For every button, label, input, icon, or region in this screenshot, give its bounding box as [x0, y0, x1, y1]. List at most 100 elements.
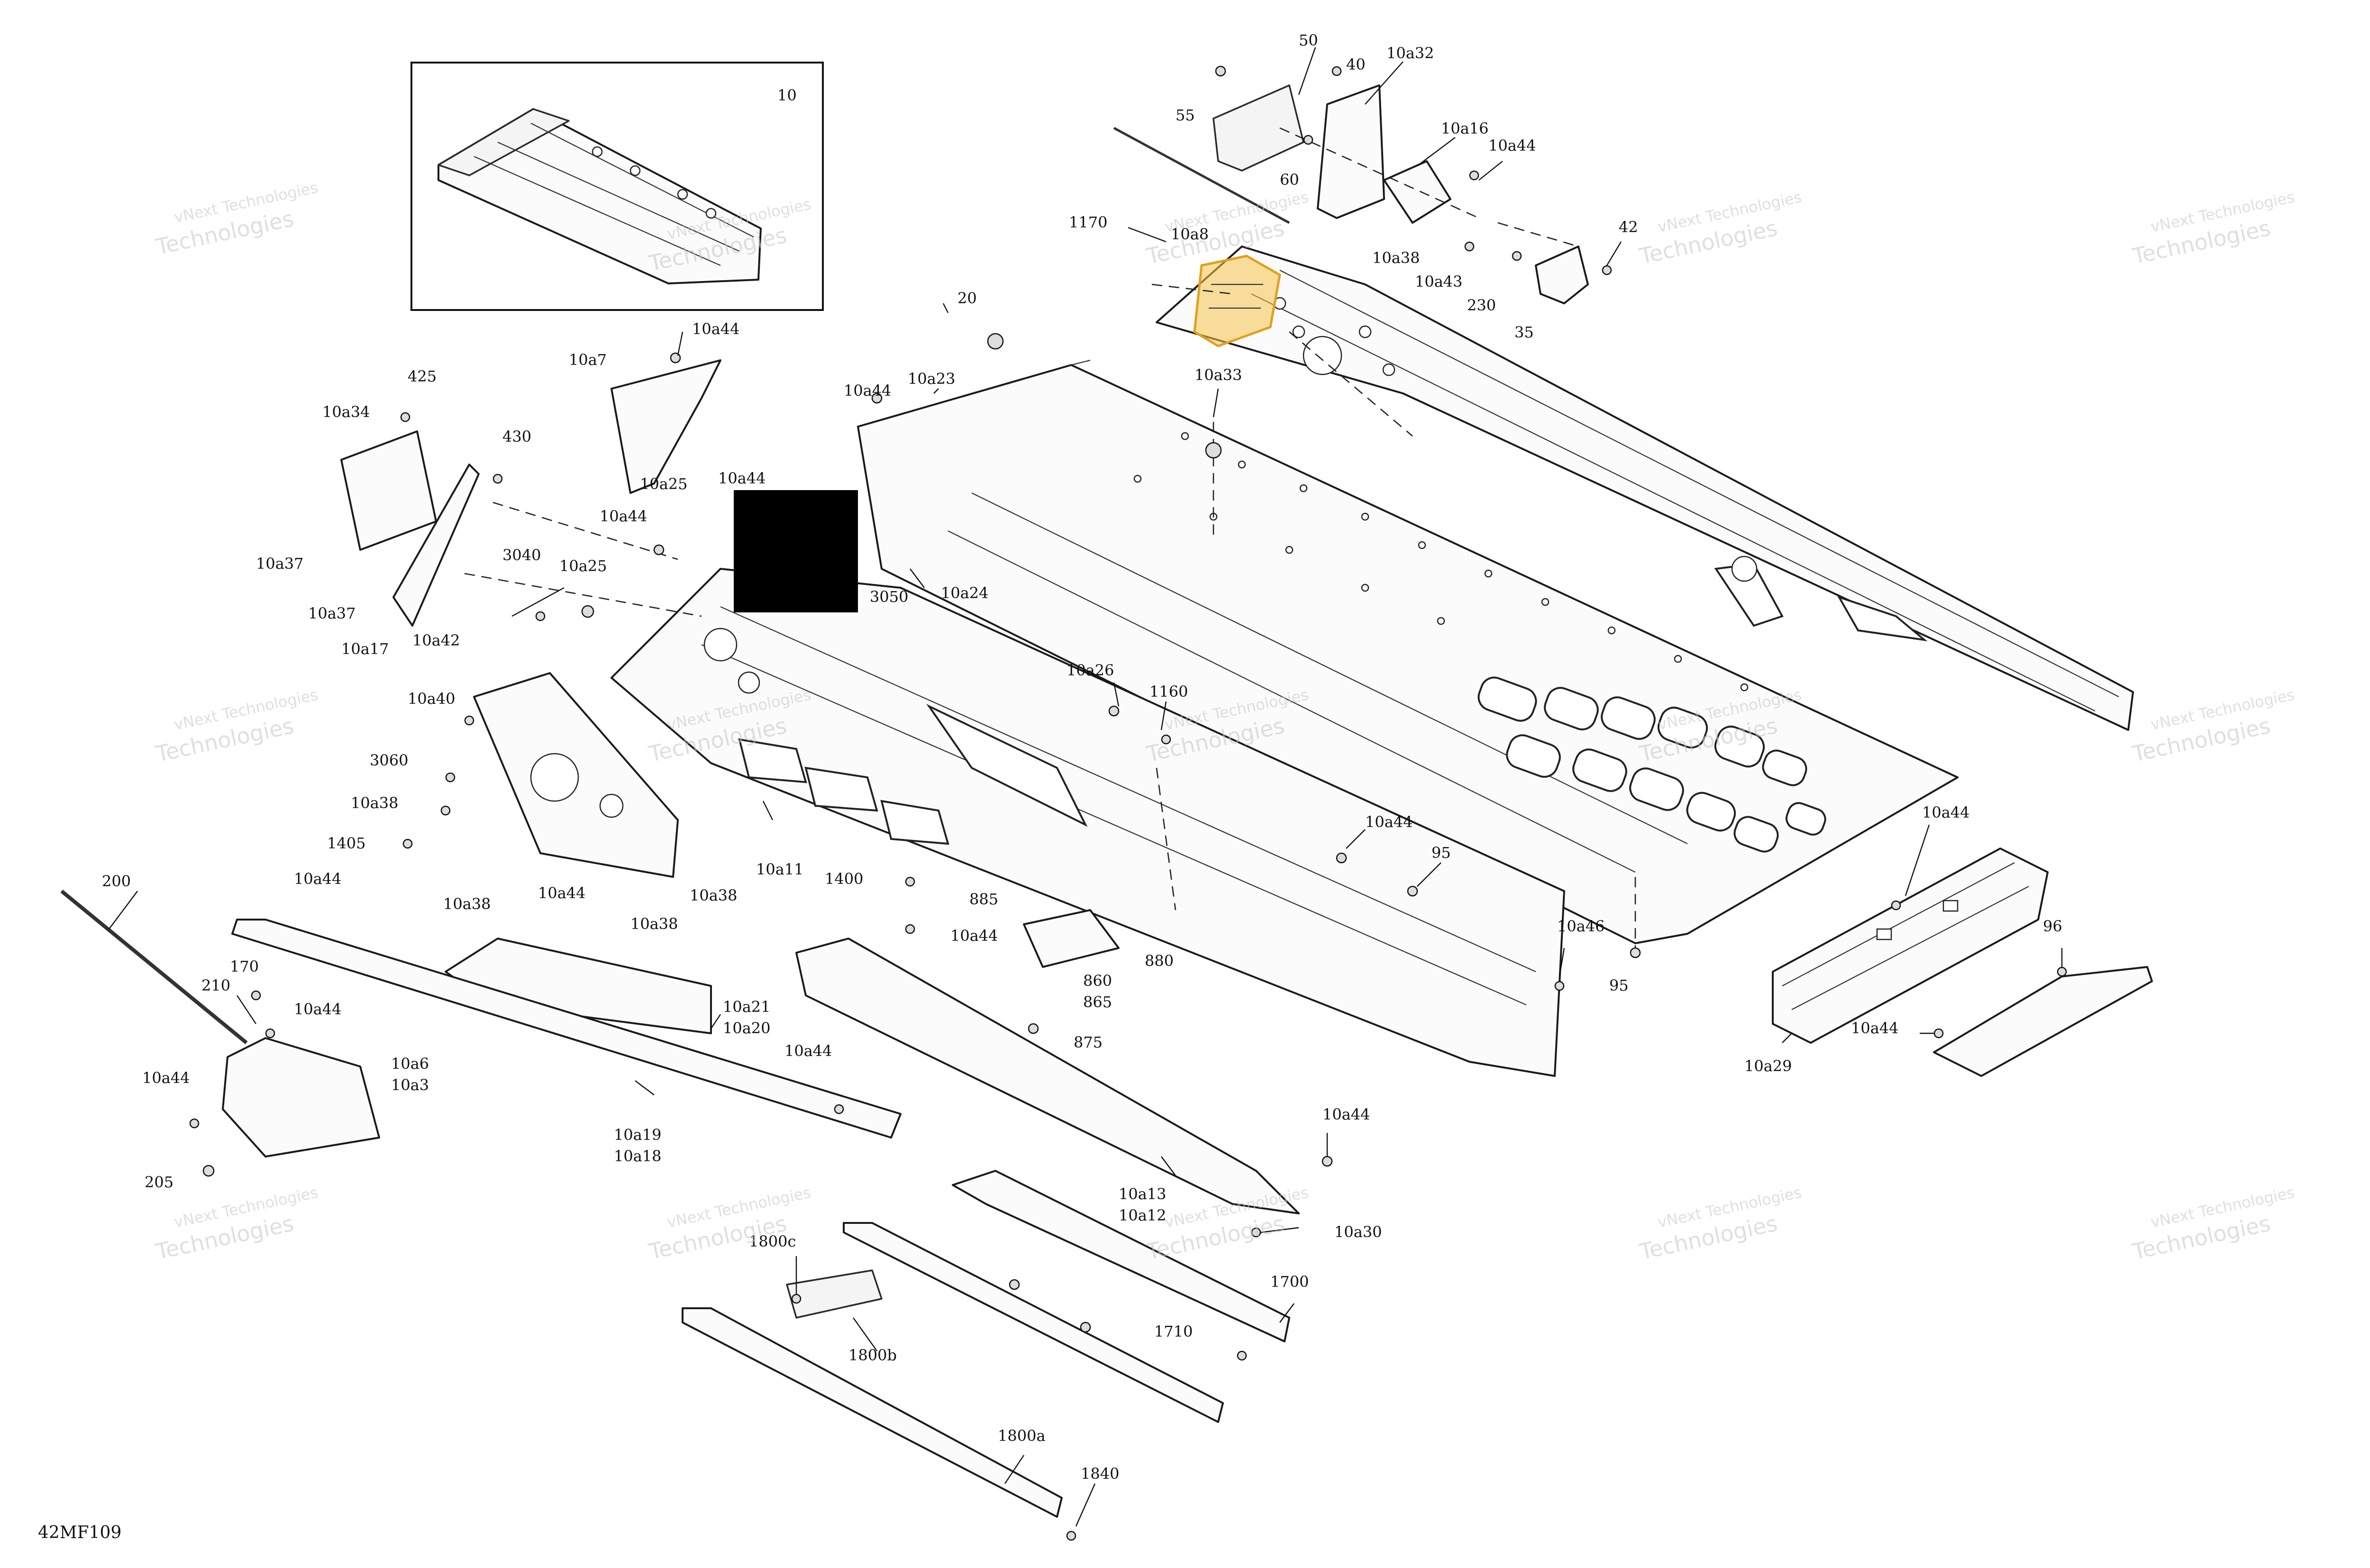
callout-10a43: 10a43	[1415, 273, 1463, 291]
callout-10a19: 10a19	[614, 1126, 662, 1144]
callout-10a44-h: 10a44	[294, 870, 342, 888]
callout-1800b: 1800b	[848, 1346, 897, 1364]
callout-20: 20	[957, 289, 977, 307]
callout-3040: 3040	[502, 546, 541, 564]
callout-1800a: 1800a	[998, 1427, 1046, 1445]
callout-1710: 1710	[1154, 1322, 1193, 1340]
callout-1160: 1160	[1149, 683, 1188, 701]
callout-885: 885	[969, 890, 998, 908]
callout-10a44-m: 10a44	[142, 1069, 190, 1087]
callout-10a38-e: 10a38	[630, 915, 678, 933]
callout-10a42: 10a42	[412, 631, 460, 649]
callout-10a38-b: 10a38	[351, 794, 399, 812]
callout-1405: 1405	[327, 834, 365, 852]
leader-lines	[109, 47, 2063, 1527]
callout-10a44-j: 10a44	[950, 927, 998, 945]
callout-10a6: 10a6	[391, 1055, 429, 1073]
callout-10a13: 10a13	[1119, 1185, 1167, 1203]
callout-10a44-b: 10a44	[692, 320, 740, 338]
callout-10a44-a: 10a44	[1488, 137, 1536, 155]
right-crossmember	[1772, 848, 2153, 1077]
rivet-icon	[1009, 1279, 1020, 1290]
callout-10a44-l: 10a44	[784, 1042, 832, 1060]
callout-1840: 1840	[1081, 1465, 1119, 1483]
callout-1170: 1170	[1069, 213, 1107, 231]
callout-42: 42	[1619, 218, 1638, 236]
callout-10a44-o: 10a44	[1322, 1105, 1370, 1123]
callout-55: 55	[1176, 106, 1195, 124]
callout-10a17: 10a17	[341, 640, 389, 658]
callout-10a12: 10a12	[1119, 1206, 1167, 1224]
callout-40: 40	[1346, 55, 1366, 73]
callout-10a16: 10a16	[1441, 119, 1489, 137]
bolt-icon	[1215, 65, 1226, 77]
callout-10a26: 10a26	[1066, 661, 1114, 679]
callout-96: 96	[2043, 917, 2062, 935]
callout-10a37-a: 10a37	[256, 555, 304, 573]
callout-10a20: 10a20	[723, 1019, 771, 1037]
callout-10a44-k: 10a44	[1922, 803, 1970, 821]
nut-icon	[987, 333, 1004, 350]
callout-10a3: 10a3	[391, 1076, 429, 1094]
callout-10-inset: 10	[777, 86, 797, 104]
left-brackets	[340, 359, 721, 878]
callout-10a44-f: 10a44	[1365, 813, 1413, 831]
tunnel-floor	[857, 359, 1959, 944]
callout-50: 50	[1299, 31, 1318, 49]
callout-10a24: 10a24	[941, 584, 989, 602]
callout-1800c: 1800c	[749, 1232, 796, 1250]
callout-210: 210	[201, 976, 230, 994]
callout-430: 430	[502, 428, 531, 446]
callout-10a38-a: 10a38	[1372, 249, 1420, 267]
callout-10a32: 10a32	[1386, 44, 1434, 62]
callout-10a33: 10a33	[1194, 366, 1242, 384]
callout-10a44-c: 10a44	[844, 382, 892, 400]
lower-left-rails	[60, 889, 902, 1158]
callout-labels: 50 10a32 40 55 10a16 10a44 60 1170 10a8 …	[102, 31, 2062, 1483]
callout-10a40: 10a40	[408, 690, 456, 708]
callout-10a44-d: 10a44	[718, 469, 766, 487]
callout-10a37-b: 10a37	[308, 604, 356, 622]
callout-10a25-b: 10a25	[559, 557, 607, 575]
callout-880: 880	[1145, 952, 1174, 970]
callout-95-a: 95	[1431, 844, 1451, 862]
callout-10a21: 10a21	[723, 998, 771, 1016]
callout-10a46: 10a46	[1557, 917, 1605, 935]
callout-10a44-e: 10a44	[600, 507, 647, 525]
callout-10a34: 10a34	[322, 403, 370, 421]
callout-10a23: 10a23	[908, 370, 956, 388]
callout-200: 200	[102, 872, 131, 890]
callout-10a11: 10a11	[756, 860, 804, 878]
callout-95-b: 95	[1609, 976, 1629, 994]
callout-10a18: 10a18	[614, 1147, 662, 1165]
callout-10a44-n: 10a44	[1851, 1019, 1899, 1037]
floor-rivets	[1133, 432, 1749, 692]
center-rails	[682, 909, 1300, 1518]
callout-10a8: 10a8	[1171, 225, 1209, 243]
redaction-block	[734, 490, 858, 612]
left-side-rail	[611, 568, 1565, 1077]
callout-10a29: 10a29	[1744, 1057, 1792, 1075]
callout-35: 35	[1514, 323, 1534, 341]
callout-3060: 3060	[370, 751, 408, 769]
callout-10a38-d: 10a38	[690, 886, 738, 904]
callout-865: 865	[1083, 993, 1112, 1011]
callout-10a7: 10a7	[569, 351, 607, 369]
callout-10a38-c: 10a38	[443, 895, 491, 913]
callout-10a25-a: 10a25	[640, 475, 688, 493]
floor-cutouts	[1477, 676, 1826, 853]
callout-230: 230	[1467, 296, 1496, 314]
callout-205: 205	[145, 1173, 173, 1191]
callout-60: 60	[1280, 171, 1299, 189]
callout-1700: 1700	[1270, 1273, 1309, 1291]
callout-1400: 1400	[825, 870, 863, 888]
callout-170: 170	[230, 957, 259, 975]
callout-860: 860	[1083, 972, 1112, 990]
top-brackets	[1212, 84, 1589, 304]
right-long-rail	[1113, 127, 2134, 731]
callout-3050: 3050	[870, 588, 908, 606]
callout-10a44-i: 10a44	[294, 1000, 342, 1018]
highlighted-bracket-10a8	[1193, 255, 1281, 347]
callout-10a30: 10a30	[1334, 1223, 1382, 1241]
